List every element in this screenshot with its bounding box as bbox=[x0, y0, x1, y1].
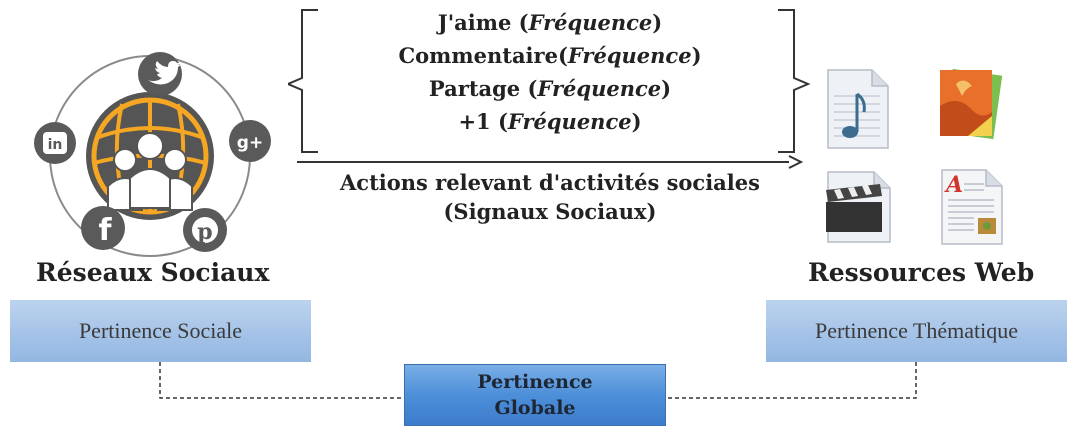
document-file-icon: A bbox=[941, 169, 1003, 245]
relevance-connectors bbox=[159, 362, 917, 399]
action-comment: Commentaire(Fréquence) bbox=[398, 43, 702, 68]
twitter-icon bbox=[138, 52, 182, 96]
social-signals-text: (Signaux Sociaux) bbox=[443, 199, 657, 224]
googleplus-icon: g+ bbox=[229, 120, 271, 162]
social-relevance-label: Pertinence Sociale bbox=[78, 318, 243, 343]
social-activities-text: Actions relevant d'activités sociales bbox=[340, 170, 760, 195]
global-relevance-line1: Pertinence bbox=[477, 371, 593, 393]
thematic-relevance-box: Pertinence Thématique bbox=[766, 300, 1067, 362]
social-relevance-box: Pertinence Sociale bbox=[10, 300, 311, 362]
svg-text:g+: g+ bbox=[237, 133, 263, 153]
people-network-icon bbox=[86, 92, 214, 220]
global-relevance-line2: Globale bbox=[494, 397, 576, 419]
svg-text:A: A bbox=[944, 172, 963, 198]
image-file-icon bbox=[940, 68, 1003, 140]
audio-file-icon bbox=[827, 69, 889, 149]
social-networks-title: Réseaux Sociaux bbox=[36, 258, 270, 287]
svg-text:in: in bbox=[48, 137, 63, 153]
action-share: Partage (Fréquence) bbox=[428, 76, 672, 101]
facebook-icon: f bbox=[81, 206, 125, 250]
svg-text:f: f bbox=[98, 213, 112, 248]
action-like: J'aime (Fréquence) bbox=[437, 10, 663, 35]
action-plus-one: +1 (Fréquence) bbox=[458, 109, 642, 134]
global-relevance-box: Pertinence Globale bbox=[404, 364, 666, 426]
right-bracket bbox=[778, 9, 811, 153]
video-file-icon bbox=[826, 171, 891, 243]
web-resources-title: Ressources Web bbox=[808, 258, 1035, 287]
svg-text:p: p bbox=[197, 219, 212, 245]
pinterest-icon: p bbox=[183, 208, 227, 252]
social-network-cluster: in g+ f p bbox=[22, 38, 282, 268]
linkedin-icon: in bbox=[34, 122, 76, 164]
social-actions-list: J'aime (Fréquence) Commentaire(Fréquence… bbox=[330, 6, 770, 138]
social-signals-label: Actions relevant d'activités sociales (S… bbox=[300, 168, 800, 226]
left-bracket bbox=[288, 9, 318, 153]
social-signals-arrow bbox=[297, 155, 804, 169]
thematic-relevance-label: Pertinence Thématique bbox=[814, 318, 1019, 343]
